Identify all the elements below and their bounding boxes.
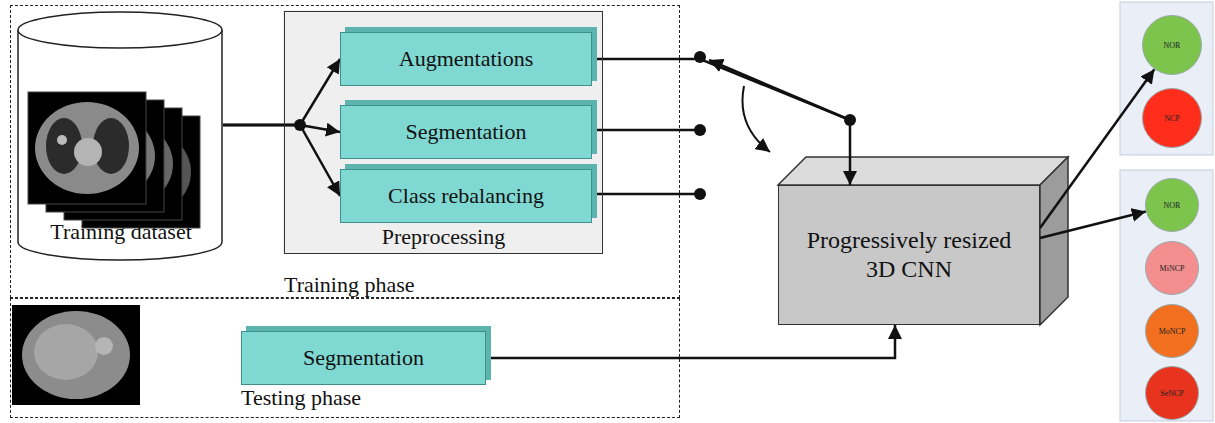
class-circle: MoNCP — [1145, 304, 1199, 358]
class-circle: NOR — [1142, 15, 1202, 75]
class-circle: SeNCP — [1145, 366, 1199, 420]
ct-heart — [74, 138, 102, 166]
node-label: Segmentation — [303, 345, 424, 371]
ct-body — [35, 102, 139, 194]
flow-arrow — [1040, 69, 1154, 228]
node-label: Segmentation — [406, 119, 527, 145]
output-stub — [590, 193, 700, 196]
dataset-cylinder: Training dataset — [19, 11, 223, 273]
phase-region: Testing phase Segmentation — [10, 298, 680, 418]
class-label: SeNCP — [1160, 389, 1184, 398]
output-stub — [590, 129, 700, 132]
process-box: Augmentations — [340, 32, 592, 86]
process-box: Class rebalancing — [340, 169, 592, 223]
cube-side-face — [1040, 157, 1068, 325]
ct-body — [22, 311, 130, 399]
cylinder-body — [18, 30, 222, 260]
node-label: Class rebalancing — [388, 183, 544, 209]
node-label: Augmentations — [399, 46, 533, 72]
model-box: Progressively resized 3D CNN — [778, 185, 1040, 325]
rotation-arrow — [742, 86, 770, 152]
switch-contact — [694, 188, 706, 200]
node-label: Testing phase — [241, 385, 361, 411]
node-label: Training phase — [284, 272, 415, 298]
ct-organ — [95, 337, 113, 355]
preprocessing-box: Preprocessing AugmentationsSegmentationCl… — [284, 11, 603, 254]
output-panel — [1120, 2, 1213, 155]
ct-lesion — [57, 135, 67, 145]
class-label: MiNCP — [1160, 264, 1185, 273]
flow-arrow — [592, 59, 850, 185]
class-circle: NOR — [1145, 178, 1199, 232]
flow-arrow — [486, 325, 895, 358]
process-box: Segmentation — [241, 331, 486, 385]
class-circle: NCP — [1142, 88, 1202, 148]
cylinder-top — [18, 12, 222, 48]
output-panel — [1120, 170, 1213, 421]
process-box: Segmentation — [340, 105, 592, 159]
flow-arrow — [1040, 212, 1146, 239]
node-label: Training dataset — [19, 219, 223, 245]
class-label: NCP — [1164, 114, 1180, 123]
switch-contact — [694, 124, 706, 136]
class-label: MoNCP — [1159, 327, 1186, 336]
phase-region: Training phase Training dataset Preprocess… — [10, 5, 680, 298]
flow-arrow — [223, 59, 340, 125]
node-label: Progressively resized 3D CNN — [794, 226, 1024, 284]
flow-arrow — [223, 125, 340, 196]
class-circle: MiNCP — [1145, 241, 1199, 295]
ct-slice — [28, 92, 146, 204]
class-label: NOR — [1164, 41, 1181, 50]
node-label: Preprocessing — [285, 224, 602, 250]
ct-liver — [34, 324, 98, 380]
cube-top-face — [778, 157, 1068, 185]
class-label: NOR — [1164, 201, 1181, 210]
ct-slice — [12, 305, 140, 405]
